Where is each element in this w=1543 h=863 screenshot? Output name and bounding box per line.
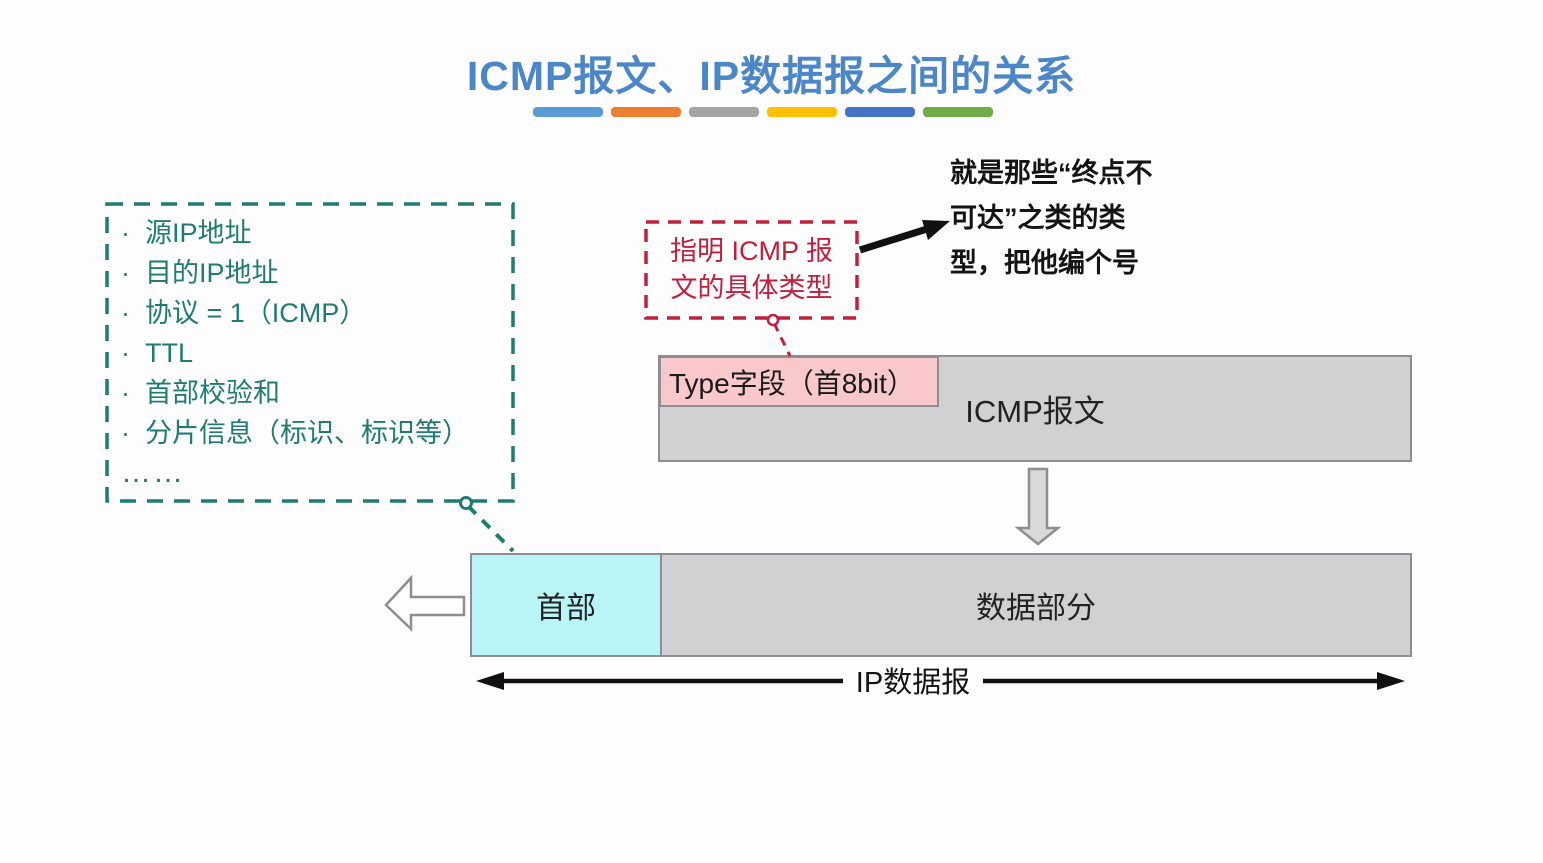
icmp-message-box: Type字段（首8bit） ICMP报文 <box>658 355 1412 462</box>
ip-data-box: 数据部分 <box>660 553 1412 657</box>
bullet-dot: · <box>121 298 130 328</box>
accent-dash-3 <box>689 107 759 117</box>
list-item-label: 协议 = 1（ICMP） <box>145 298 367 328</box>
span-arrow-right-head <box>1377 672 1405 690</box>
list-item: · 源IP地址 <box>121 213 501 253</box>
list-item-label: 源IP地址 <box>145 218 252 248</box>
ellipsis: …… <box>121 456 185 489</box>
handwritten-note-line3: 型，把他编个号 <box>950 248 1139 278</box>
list-item: · 分片信息（标识、标识等） <box>121 413 501 453</box>
type-field-label: Type字段（首8bit） <box>669 367 915 399</box>
ip-data-label: 数据部分 <box>976 592 1096 625</box>
accent-dash-2 <box>611 107 681 117</box>
list-item: · TTL <box>121 333 501 373</box>
type-field-box: Type字段（首8bit） <box>659 356 939 407</box>
list-item: · 协议 = 1（ICMP） <box>121 293 501 333</box>
icmp-message-label: ICMP报文 <box>965 394 1105 429</box>
fields-connector-dot <box>459 496 473 510</box>
ip-fields-list: · 源IP地址 · 目的IP地址 · 协议 = 1（ICMP） · TTL · … <box>121 213 501 493</box>
list-item-label: 目的IP地址 <box>145 258 279 288</box>
type-callout-line1: 指明 ICMP 报 <box>669 236 833 266</box>
handwritten-note-line2: 可达”之类的类 <box>950 203 1126 233</box>
page-title: ICMP报文、IP数据报之间的关系 <box>466 53 1077 99</box>
list-item-label: 首部校验和 <box>145 378 280 408</box>
bullet-dot: · <box>121 378 130 408</box>
annotation-arrow-shaft <box>858 225 929 254</box>
accent-dash-4 <box>767 107 837 117</box>
accent-dash-5 <box>845 107 915 117</box>
ip-header-box: 首部 <box>470 553 662 657</box>
bullet-dot: · <box>121 418 130 448</box>
list-item: · 目的IP地址 <box>121 253 501 293</box>
type-callout-line2: 文的具体类型 <box>670 273 833 303</box>
bullet-dot: · <box>121 338 130 368</box>
down-arrow <box>1014 467 1062 546</box>
ip-datagram-span-label: IP数据报 <box>843 657 983 703</box>
annotation-arrow-head <box>922 220 950 240</box>
fields-connector-line <box>466 504 515 553</box>
callout-connector-line <box>772 322 792 357</box>
list-item-label: 分片信息（标识、标识等） <box>145 418 469 448</box>
list-item: · 首部校验和 <box>121 373 501 413</box>
handwritten-note-line1: 就是那些“终点不 <box>950 158 1153 188</box>
bullet-dot: · <box>121 258 130 288</box>
handwritten-note: 就是那些“终点不 可达”之类的类 型，把他编个号 <box>950 151 1200 286</box>
accent-dash-1 <box>533 107 603 117</box>
bullet-dot: · <box>121 218 130 248</box>
ip-header-label: 首部 <box>536 592 596 625</box>
span-arrow-left-head <box>476 672 504 690</box>
left-outline-arrow <box>384 574 466 632</box>
type-callout-text: 指明 ICMP 报 文的具体类型 <box>646 222 857 318</box>
list-item-label: TTL <box>145 338 194 368</box>
accent-bar <box>533 107 993 117</box>
accent-dash-6 <box>923 107 993 117</box>
